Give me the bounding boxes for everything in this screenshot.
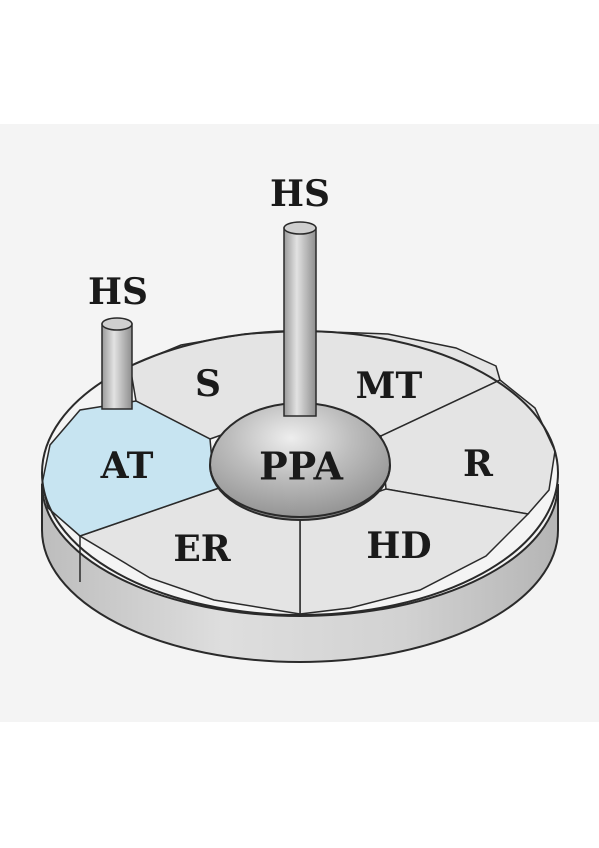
- dome-base: [209, 464, 391, 518]
- short-stem: [101, 323, 133, 410]
- label-er: ER: [173, 528, 231, 570]
- tall-stem-top: [283, 221, 317, 235]
- label-hd: HD: [366, 525, 431, 567]
- label-s: S: [195, 363, 221, 405]
- tall-stem: [283, 227, 317, 417]
- label-mt: MT: [356, 365, 423, 407]
- short-stem-top: [101, 317, 133, 331]
- label-hs-short: HS: [88, 271, 148, 313]
- label-at: AT: [100, 445, 154, 487]
- label-r: R: [463, 443, 494, 485]
- disc-rim: [41, 483, 559, 663]
- label-hs-tall: HS: [270, 173, 330, 215]
- label-ppa: PPA: [259, 444, 343, 489]
